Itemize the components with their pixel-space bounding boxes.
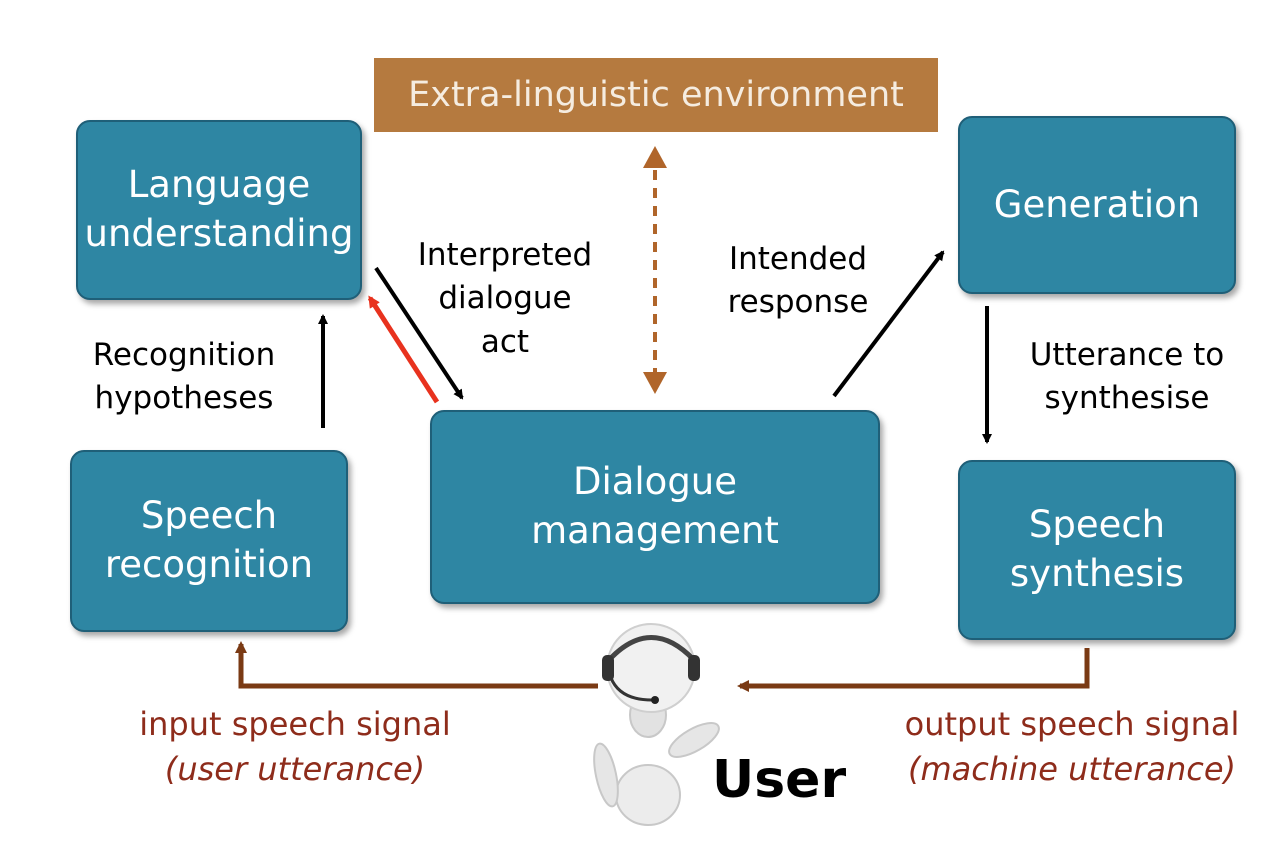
speech-recognition-line1: Speech — [140, 494, 278, 538]
language-understanding-line2: understanding — [84, 212, 354, 255]
input-speech-signal-label: input speech signal (user utterance) — [110, 702, 480, 792]
intended-response-line2: response — [727, 284, 869, 321]
user-figure-icon — [593, 623, 720, 826]
utterance-to-synthesise-line2: synthesise — [1044, 380, 1210, 417]
output-speech-signal-label: output speech signal (machine utterance) — [876, 702, 1268, 792]
interpreted-dialogue-act-line2: dialogue — [438, 280, 572, 317]
speech-synthesis-line2: synthesis — [1009, 552, 1185, 595]
user-label: User — [712, 750, 847, 810]
speech-recognition-line2: recognition — [104, 543, 314, 586]
output-speech-signal-line1: output speech signal — [904, 705, 1240, 743]
arrow-understanding-to-dialogue — [374, 266, 464, 400]
language-understanding-box: Language understanding — [76, 120, 362, 300]
arrowhead-environment-up — [643, 146, 667, 168]
interpreted-dialogue-act-line1: Interpreted — [417, 237, 593, 273]
dialogue-management-box: Dialogue management — [430, 410, 880, 604]
intended-response-label: Intended response — [710, 238, 886, 325]
arrow-dialogue-to-generation — [832, 250, 945, 398]
extra-linguistic-environment-label: Extra-linguistic environment — [408, 75, 904, 115]
arrowhead-environment-down — [643, 372, 667, 394]
interpreted-dialogue-act-line3: act — [480, 323, 530, 360]
utterance-to-synthesise-label: Utterance to synthesise — [1004, 334, 1250, 421]
input-speech-signal-line2: (user utterance) — [164, 749, 426, 788]
speech-synthesis-box: Speech synthesis — [958, 460, 1236, 640]
generation-box: Generation — [958, 116, 1236, 294]
extra-linguistic-environment-box: Extra-linguistic environment — [374, 58, 938, 132]
language-understanding-line1: Language — [127, 163, 311, 207]
dialogue-management-line2: management — [531, 509, 779, 552]
intended-response-line1: Intended — [728, 241, 868, 277]
arrow-output-signal — [737, 648, 1090, 692]
speech-synthesis-line1: Speech — [1028, 503, 1166, 547]
arrow-feedback-red — [367, 295, 440, 404]
recognition-hypotheses-line2: hypotheses — [94, 380, 274, 417]
recognition-hypotheses-line1: Recognition — [92, 337, 276, 373]
utterance-to-synthesise-line1: Utterance to — [1029, 337, 1225, 373]
output-speech-signal-line2: (machine utterance) — [907, 749, 1237, 788]
interpreted-dialogue-act-label: Interpreted dialogue act — [398, 234, 612, 364]
arrow-input-signal — [235, 641, 598, 689]
recognition-hypotheses-label: Recognition hypotheses — [76, 334, 292, 421]
generation-label: Generation — [993, 182, 1201, 226]
dialogue-management-line1: Dialogue — [572, 460, 738, 504]
input-speech-signal-line1: input speech signal — [139, 705, 451, 743]
speech-recognition-box: Speech recognition — [70, 450, 348, 632]
